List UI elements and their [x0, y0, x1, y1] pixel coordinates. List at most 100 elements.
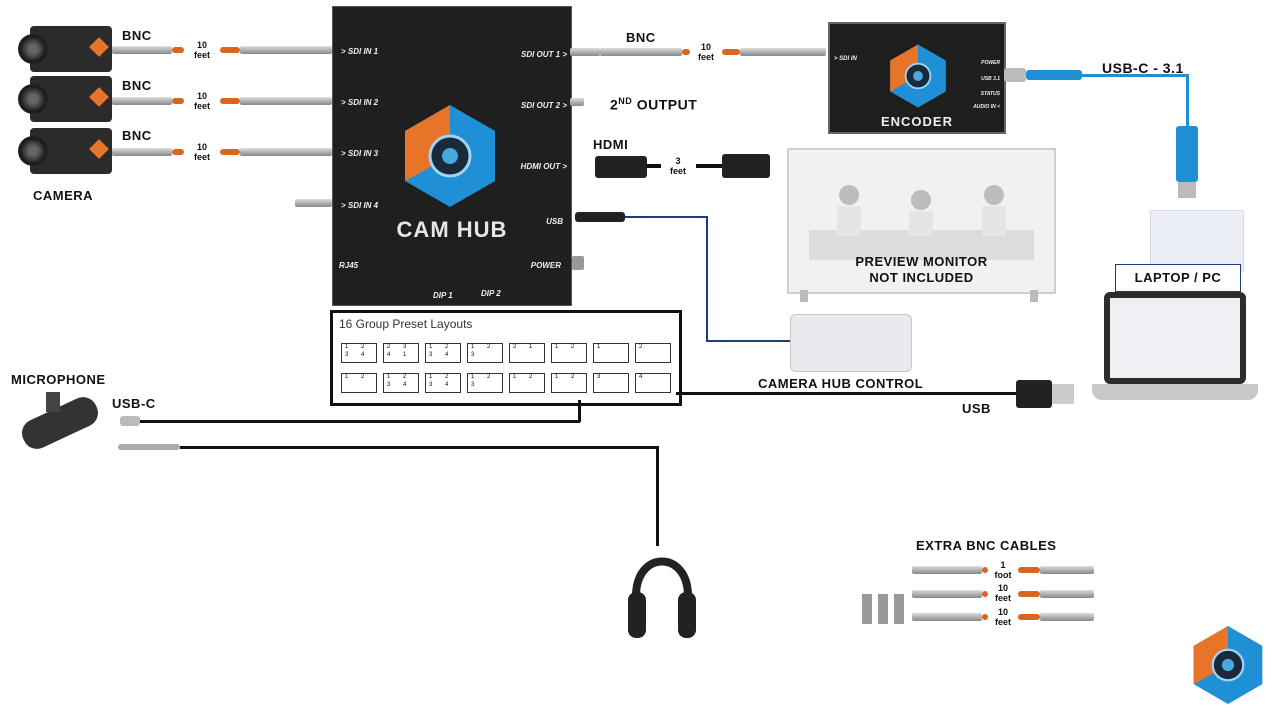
microphone-label: MICROPHONE	[11, 372, 106, 387]
preset-cell-number: 2	[403, 374, 407, 380]
dip1-label: DIP 1	[433, 291, 453, 300]
bnc-connector	[912, 613, 982, 621]
preview-monitor: PREVIEW MONITOR NOT INCLUDED	[787, 148, 1056, 294]
cable-segment	[1018, 591, 1040, 597]
hdmi-plug-b	[722, 154, 770, 178]
hdmi-plug-a	[595, 156, 647, 178]
usb-port-label: USB	[546, 217, 563, 226]
control-wire	[706, 216, 708, 342]
preset-cell-number: 1	[429, 374, 433, 380]
laptop-label-box: LAPTOP / PC	[1115, 264, 1241, 292]
second-output-label: 2ND OUTPUT	[610, 96, 697, 113]
headphone-cable	[180, 446, 658, 449]
bnc-label-2: BNC	[122, 78, 152, 93]
monitor-caption: PREVIEW MONITOR NOT INCLUDED	[789, 254, 1054, 286]
hdmi-label: HDMI	[593, 137, 629, 152]
length-value: 1	[1000, 560, 1006, 570]
preset-cell-number: 3	[471, 352, 475, 358]
bnc-connector	[1040, 613, 1094, 621]
usb-a-plug-icon	[1004, 68, 1026, 82]
preset-cell-number: 1	[403, 352, 407, 358]
preset-cell-number: 3	[387, 382, 391, 388]
cable-segment	[982, 614, 988, 620]
bnc-connector-4	[295, 199, 332, 207]
preset-cell-number: 4	[445, 382, 449, 388]
preset-layout-thumb: 1	[593, 343, 629, 363]
microphone-connector-label: USB-C	[112, 396, 156, 411]
preset-cell-number: 1	[555, 344, 559, 350]
headphones-icon	[628, 557, 696, 638]
camera-label: CAMERA	[33, 188, 94, 203]
sdi-out-1-connector	[570, 48, 600, 56]
preset-cell-number: 3	[429, 382, 433, 388]
keyboard-icon	[790, 314, 912, 372]
preset-cell-number: 1	[345, 344, 349, 350]
preset-cell-number: 2	[487, 344, 491, 350]
power-jack-icon	[572, 256, 584, 270]
bnc-connector	[740, 48, 826, 56]
hdmi-wire	[696, 164, 722, 168]
preset-cell-number: 4	[403, 382, 407, 388]
length-value: 10	[700, 42, 711, 52]
camera-1	[18, 26, 112, 72]
bnc-connector-3b	[240, 148, 332, 156]
extra-bnc-title: EXTRA BNC CABLES	[916, 538, 1057, 553]
monitor-caption-line1: PREVIEW MONITOR	[855, 254, 988, 269]
sdi-out-1-cable-label: BNC	[626, 30, 656, 45]
usb-control-plug-icon	[1016, 380, 1052, 408]
second-output-suffix: ND	[618, 96, 633, 106]
preset-cell-number: 4	[387, 352, 391, 358]
preset-cell-number: 2	[571, 344, 575, 350]
laptop-screen	[1104, 292, 1246, 384]
second-output-text: OUTPUT	[636, 96, 698, 113]
preset-cell-number: 1	[345, 374, 349, 380]
sdi-out-2-label: SDI OUT 2 >	[520, 101, 567, 110]
headphone-cable	[656, 446, 659, 546]
preset-cell-number: 2	[529, 374, 533, 380]
usb-connector-blue	[1026, 70, 1082, 80]
rj45-label: RJ45	[339, 261, 359, 270]
length-value: 10	[196, 142, 207, 152]
usb-c-cable	[1186, 74, 1189, 130]
laptop-base	[1092, 384, 1258, 400]
length-value: 10	[997, 583, 1008, 593]
preset-cell-number: 4	[445, 352, 449, 358]
preset-cell-number: 1	[429, 344, 433, 350]
microphone-icon	[17, 392, 103, 454]
preset-cell-number: 3	[429, 352, 433, 358]
preset-cell-number: 2	[487, 374, 491, 380]
microphone-mount	[46, 392, 60, 412]
sdi-in-1-label: > SDI IN 1	[341, 47, 379, 56]
preset-cell-number: 1	[555, 374, 559, 380]
encoder-device: > SDI IN POWER USB 3.1 STATUS AUDIO IN <…	[828, 22, 1006, 134]
preset-cell-number: 2	[571, 374, 575, 380]
usb-control-tip	[1052, 384, 1074, 404]
cam-hub-device: > SDI IN 1 > SDI IN 2 > SDI IN 3 > SDI I…	[332, 6, 572, 306]
cable-segment	[1018, 567, 1040, 573]
cable-segment	[172, 98, 184, 104]
encoder-audio-label: AUDIO IN <	[973, 104, 1000, 110]
encoder-power-label: POWER	[981, 60, 1000, 66]
sdi-out-2-connector	[570, 98, 584, 106]
bnc-adapters-icon	[862, 594, 908, 624]
cam-hub-logo-icon	[405, 105, 495, 207]
encoder-title: ENCODER	[880, 114, 953, 129]
monitor-foot	[1030, 290, 1038, 302]
cable-segment	[220, 98, 240, 104]
cable-segment	[220, 149, 240, 155]
encoder-usb-label: USB 3.1	[981, 76, 1000, 82]
bnc-connector	[912, 566, 982, 574]
preset-layouts-title: 16 Group Preset Layouts	[339, 317, 473, 331]
